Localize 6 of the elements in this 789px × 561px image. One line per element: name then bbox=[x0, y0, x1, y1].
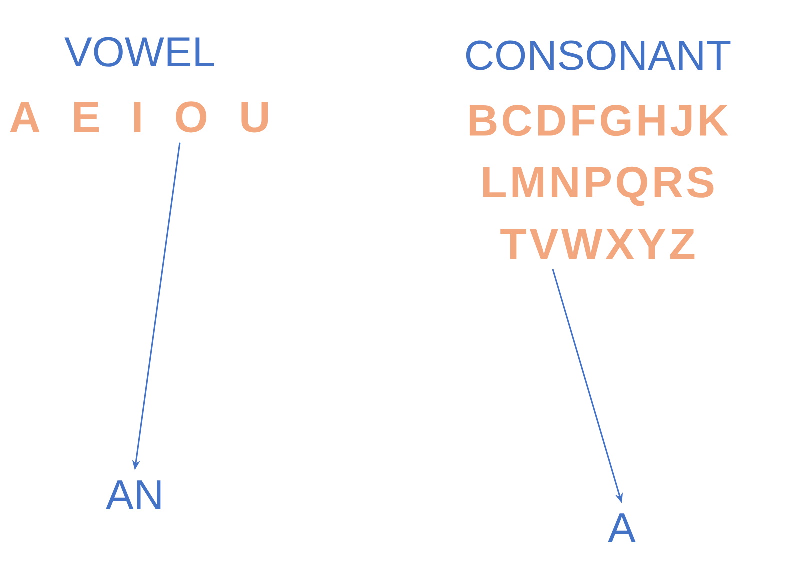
heading: CONSONANT bbox=[466, 40, 731, 70]
heading: VOWEL bbox=[64, 37, 214, 67]
letters: A E I O U bbox=[10, 102, 268, 133]
answer: AN bbox=[106, 480, 161, 510]
answer: A bbox=[608, 514, 636, 542]
letters: BCDFGHJK LMNPQRS TVWXYZ bbox=[470, 105, 728, 260]
